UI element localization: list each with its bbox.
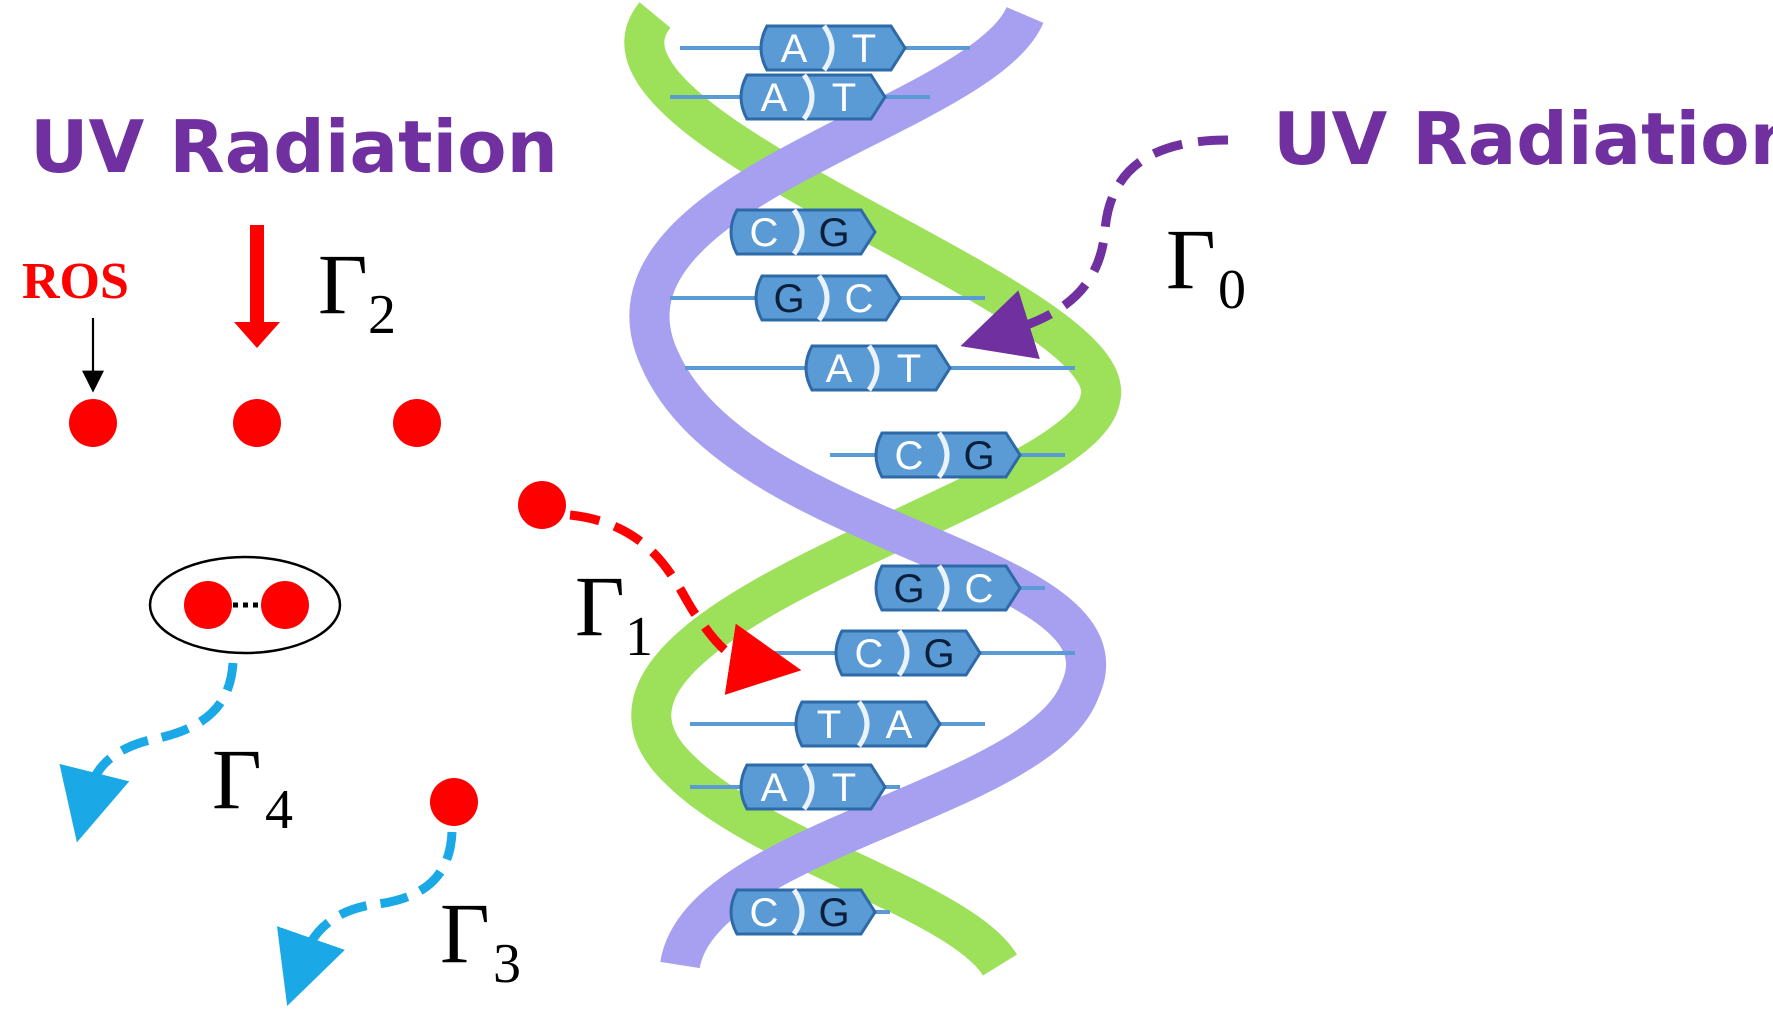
base-pair-divider: [866, 344, 880, 392]
ros-particle: [518, 481, 566, 529]
base-letter-left: A: [761, 76, 788, 120]
uv-attack-arrow: [960, 135, 1229, 359]
svg-text:0: 0: [1218, 259, 1246, 321]
base-pair-divider: [816, 274, 830, 322]
svg-text:1: 1: [625, 606, 653, 668]
base-letter-right: G: [818, 891, 849, 935]
base-pair-divider: [936, 431, 950, 479]
svg-text:2: 2: [368, 284, 396, 346]
base-letter-right: C: [965, 567, 994, 611]
svg-text:Γ: Γ: [440, 885, 490, 981]
uv-radiation-label-right: UV Radiation: [1273, 97, 1773, 181]
base-pair-divider: [896, 629, 910, 677]
base-letter-right: T: [832, 766, 856, 810]
base-letter-right: T: [832, 76, 856, 120]
dna-strand-lavender: [629, 5, 1106, 970]
gamma-4-label: Γ 4: [212, 731, 293, 841]
particle-pair-ellipse: [148, 555, 342, 655]
base-letter-right: G: [818, 211, 849, 255]
base-pair-divider: [856, 700, 870, 748]
gamma-2-label: Γ 2: [318, 236, 396, 346]
ros-particle: [393, 399, 441, 447]
ros-particle: [184, 581, 232, 629]
base-letter-right: G: [923, 632, 954, 676]
gamma-0-label: Γ 0: [1166, 211, 1246, 321]
base-letter-left: C: [750, 891, 779, 935]
pair-diffusion-arrow: [59, 662, 238, 843]
svg-text:Γ: Γ: [318, 236, 368, 332]
base-letter-right: A: [886, 703, 913, 747]
base-letter-left: T: [817, 703, 841, 747]
ros-attack-arrow: [569, 510, 802, 695]
gamma-1-label: Γ 1: [575, 558, 653, 668]
base-letter-left: C: [895, 434, 924, 478]
svg-text:Γ: Γ: [1166, 211, 1216, 307]
svg-text:Γ: Γ: [212, 731, 262, 827]
ros-particle: [233, 399, 281, 447]
base-letter-left: A: [781, 27, 808, 71]
base-pair-divider: [801, 73, 815, 121]
ros-particle: [430, 778, 478, 826]
base-letter-left: G: [893, 567, 924, 611]
base-letter-left: G: [773, 277, 804, 321]
base-letter-right: T: [852, 27, 876, 71]
particle-diffusion-arrow: [276, 831, 457, 1006]
gamma-3-label: Γ 3: [440, 885, 521, 995]
ros-particle: [69, 399, 117, 447]
svg-text:4: 4: [265, 779, 293, 841]
base-pair-divider: [821, 24, 835, 72]
uv-radiation-label-left: UV Radiation: [30, 105, 558, 189]
base-letter-right: G: [963, 434, 994, 478]
ros-particle: [261, 581, 309, 629]
ros-label: ROS: [22, 253, 129, 310]
base-pair-divider: [791, 888, 805, 936]
svg-text:3: 3: [493, 933, 521, 995]
base-letter-left: C: [855, 632, 884, 676]
base-pair-divider: [936, 564, 950, 612]
svg-text:Γ: Γ: [575, 558, 625, 654]
uv-direct-arrow: [234, 225, 280, 348]
base-letter-right: T: [897, 347, 921, 391]
base-letter-right: C: [845, 277, 874, 321]
base-letter-left: A: [761, 766, 788, 810]
base-letter-left: C: [750, 211, 779, 255]
base-letter-left: A: [826, 347, 853, 391]
base-pair-divider: [801, 763, 815, 811]
base-pair-divider: [791, 208, 805, 256]
